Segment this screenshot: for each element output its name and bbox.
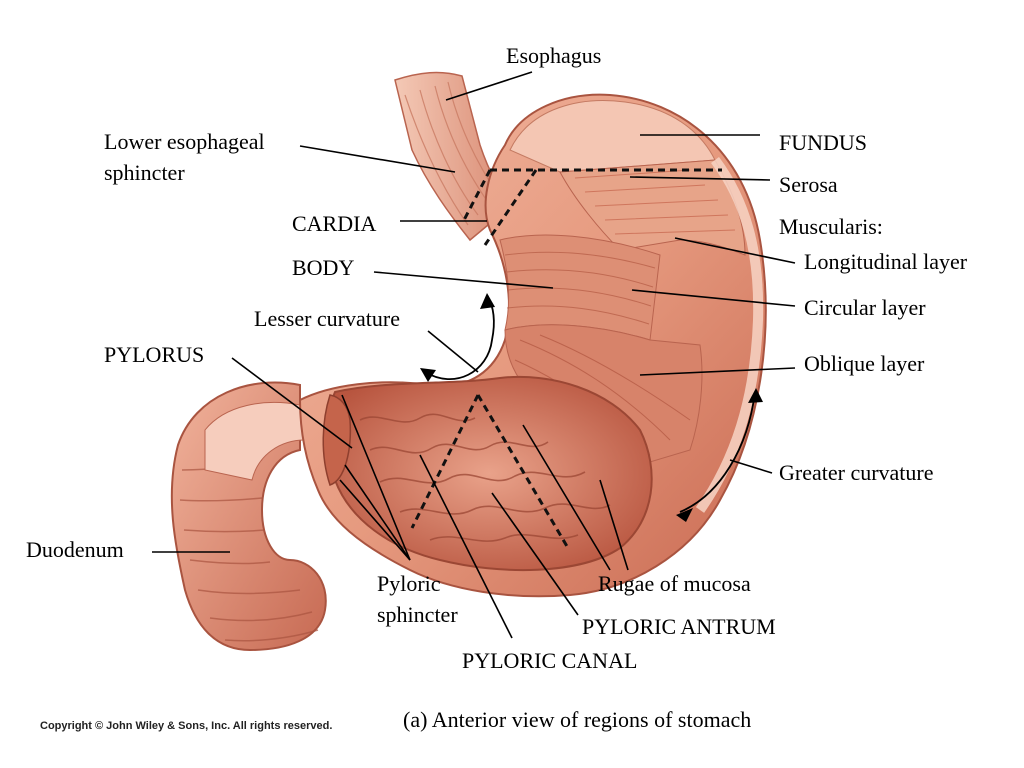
greater-curvature-arrow — [679, 391, 756, 513]
leader-pylorus — [231, 357, 353, 449]
label-circular-layer: Circular layer — [804, 295, 926, 320]
circular-fibers — [504, 251, 656, 325]
greater-arrowhead-bottom — [676, 508, 693, 522]
label-longitudinal-layer: Longitudinal layer — [804, 249, 968, 274]
mucosa-interior — [326, 375, 653, 572]
esophagus-fibers — [404, 81, 501, 226]
rugae-folds — [359, 413, 611, 542]
leader-les — [299, 145, 456, 173]
label-esophagus: Esophagus — [506, 43, 602, 68]
leader-lines — [152, 71, 796, 639]
serosa-edge — [695, 157, 764, 513]
leader-serosa — [629, 176, 771, 181]
greater-arrowhead-top — [748, 388, 763, 403]
label-pyloric-antrum: PYLORIC ANTRUM — [582, 614, 776, 639]
longitudinal-fibers — [574, 169, 736, 235]
label-rugae-of-mucosa: Rugae of mucosa — [598, 571, 751, 596]
leader-longitudinal — [674, 237, 796, 264]
label-cardia: CARDIA — [292, 211, 377, 236]
label-greater-curvature: Greater curvature — [779, 460, 934, 485]
circular-layer — [499, 234, 661, 341]
label-body: BODY — [292, 255, 355, 280]
figure-caption: (a) Anterior view of regions of stomach — [403, 707, 752, 732]
cardia-boundary — [461, 168, 722, 246]
leader-oblique — [639, 367, 796, 376]
label-muscularis: Muscularis: — [779, 214, 883, 239]
leader-rugae-2 — [599, 479, 629, 571]
label-pyloric-sphincter: Pyloric sphincter — [377, 571, 458, 628]
fundus-surface — [509, 100, 716, 173]
lesser-arrowhead-top — [480, 293, 495, 309]
label-oblique-layer: Oblique layer — [804, 351, 925, 376]
leader-circular — [631, 289, 796, 307]
copyright-notice: Copyright © John Wiley & Sons, Inc. All … — [40, 720, 333, 732]
label-serosa: Serosa — [779, 172, 838, 197]
leader-sphincter-1 — [341, 394, 411, 561]
label-pyloric-canal: PYLORIC CANAL — [462, 648, 638, 673]
label-pylorus: PYLORUS — [104, 342, 205, 367]
leader-canal — [419, 454, 513, 639]
leader-lesser — [427, 330, 479, 373]
label-fundus: FUNDUS — [779, 130, 868, 155]
leader-sphincter-3 — [339, 479, 411, 561]
pyloric-boundary — [410, 394, 570, 549]
label-lesser-curvature: Lesser curvature — [254, 306, 400, 331]
leader-greater — [729, 459, 773, 474]
leader-body — [373, 271, 554, 289]
label-duodenum: Duodenum — [26, 537, 124, 562]
leader-esophagus — [445, 71, 533, 101]
leader-rugae-1 — [522, 424, 611, 571]
leader-sphincter-2 — [344, 464, 411, 561]
pyloric-sphincter-ring — [322, 394, 352, 486]
lesser-arrowhead-left — [420, 368, 436, 382]
label-lower-esophageal-sphincter: Lower esophageal sphincter — [104, 129, 265, 186]
lesser-curvature-arrow — [424, 294, 495, 381]
leader-antrum — [491, 492, 579, 616]
